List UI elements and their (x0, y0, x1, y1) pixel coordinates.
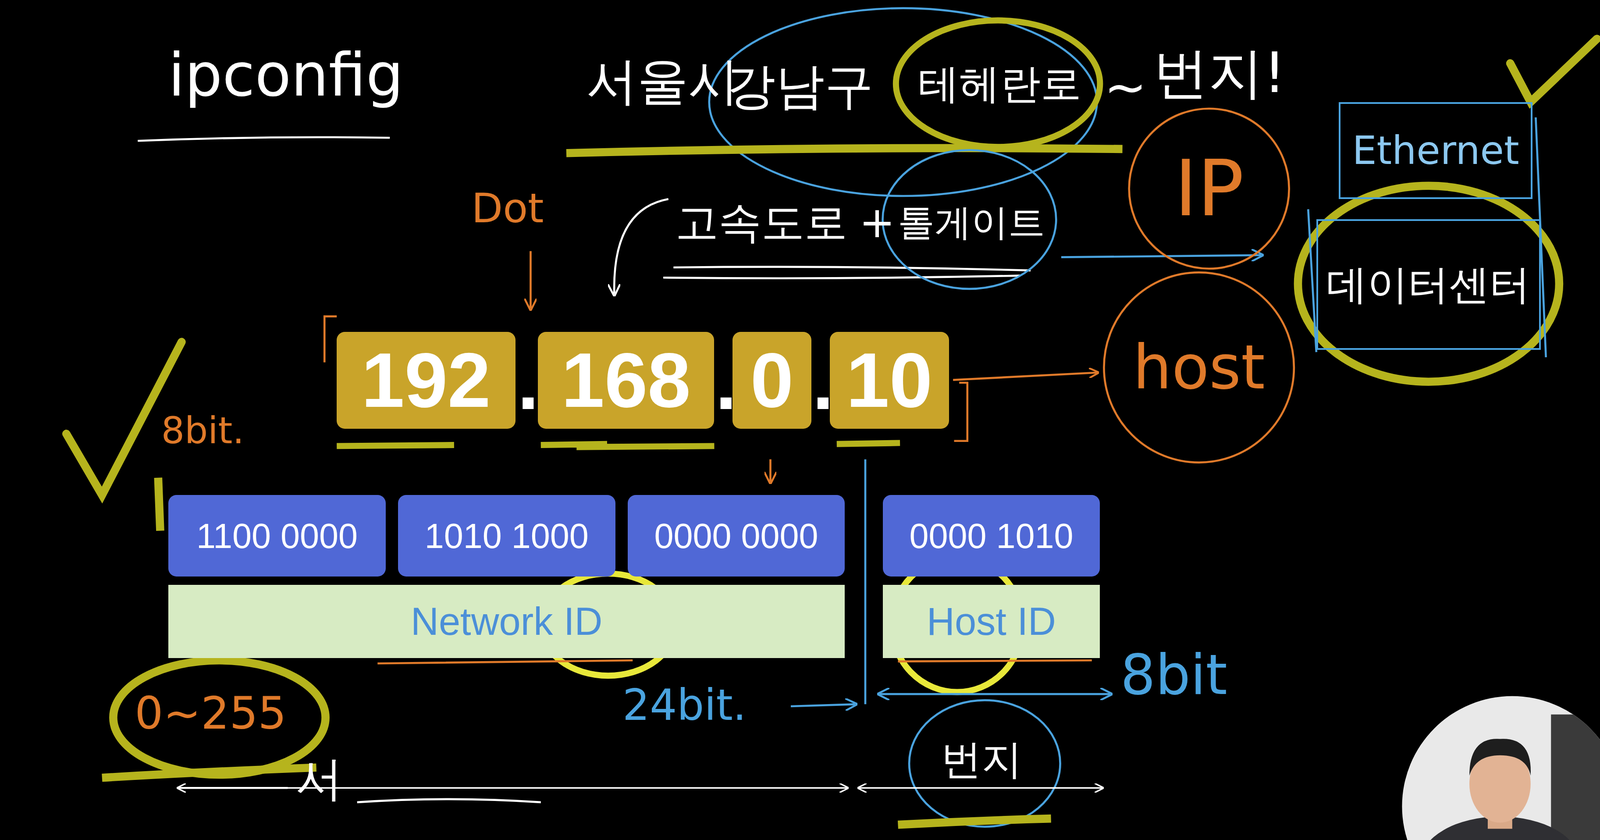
binary-octet-box: 0000 0000 (627, 494, 846, 577)
highlight-underline (336, 442, 900, 447)
range-note: 0~255 (134, 688, 287, 739)
bracket (953, 382, 968, 441)
analogy-word: 고속도로 (675, 199, 848, 247)
bit-note: 24bit. (622, 681, 747, 729)
datacenter-box: 데이터센터 (1316, 219, 1541, 350)
node-text: 1010 1000 (424, 516, 589, 555)
dot-separator: . (812, 339, 834, 426)
command-text: ipconfig (168, 42, 404, 109)
host-circle: host (1102, 270, 1296, 465)
node-text: 10 (846, 337, 933, 424)
divider-line (864, 459, 867, 705)
span-line (178, 787, 541, 803)
analogy-word: 톨게이트 (897, 202, 1046, 243)
bit-note: 8bit. (161, 410, 245, 451)
ethernet-box: Ethernet (1338, 102, 1533, 200)
binary-octet-box: 1010 1000 (398, 494, 616, 577)
circle-mark (896, 20, 1101, 148)
connector-arrow (952, 372, 1099, 381)
binary-octet-box: 0000 1010 (882, 494, 1101, 577)
node-text: 0 (750, 337, 794, 424)
arrow-mark (790, 704, 856, 707)
arrow-mark (529, 251, 532, 309)
bracket (324, 316, 337, 363)
double-arrow (879, 693, 1111, 696)
bit-note: 8bit (1120, 644, 1228, 706)
node-text: Ethernet (1352, 129, 1520, 172)
note-text: Dot (471, 185, 544, 231)
sketch-line (1308, 117, 1546, 358)
arrow-mark (769, 459, 772, 482)
node-text: 192 (361, 337, 491, 424)
note-text: 번지 (940, 736, 1023, 782)
circle-outline (1103, 272, 1294, 463)
binary-octet-box: 1100 0000 (168, 494, 386, 577)
address-word: 강남구 (726, 59, 874, 114)
circle-mark (882, 149, 1057, 289)
node-text: 168 (561, 337, 691, 424)
circle-outline (1129, 108, 1290, 269)
highlight-underline (897, 818, 1051, 825)
plus-sign: + (859, 199, 896, 247)
arrow-mark (1061, 255, 1262, 258)
highlight-underline (102, 767, 317, 778)
underline (673, 266, 1031, 271)
ip-octet-box: 10 (829, 331, 950, 429)
address-word: 테헤란로 (918, 61, 1082, 107)
node-text: 0000 1010 (909, 516, 1074, 555)
node-text: 0000 0000 (654, 516, 818, 555)
ip-octet-box: 168 (537, 331, 715, 429)
dot-separator: . (517, 339, 539, 426)
underline (663, 275, 1021, 279)
underline (377, 660, 1092, 664)
node-text: 데이터센터 (1326, 262, 1531, 307)
span-arrow (178, 787, 847, 789)
dot-separator: . (715, 339, 737, 426)
ip-circle: IP (1127, 106, 1291, 271)
address-word: 번지! (1152, 42, 1286, 104)
span-arrow (859, 787, 1103, 789)
id-band: Network ID (168, 584, 845, 659)
node-text: IP (1174, 145, 1245, 232)
node-text: 1100 0000 (196, 516, 358, 555)
check-mark (1510, 38, 1597, 102)
webcam-picture (1397, 693, 1600, 840)
note-text: 서 (295, 753, 343, 805)
id-band: Host ID (882, 584, 1101, 659)
address-word: 서울시 (586, 53, 740, 110)
circle-mark (113, 660, 326, 775)
ip-octet-box: 192 (336, 331, 516, 429)
tilde-mark: ~ (1104, 59, 1148, 116)
ip-octet-box: 0 (732, 331, 811, 429)
circle-mark (1297, 185, 1560, 382)
node-text: host (1132, 333, 1265, 402)
highlight-underline (566, 148, 1123, 153)
highlight-mark (158, 477, 161, 531)
underline (137, 137, 390, 141)
circle-mark (909, 700, 1061, 827)
arrow-mark (614, 199, 669, 295)
node-text: Network ID (410, 600, 603, 643)
node-text: Host ID (926, 600, 1056, 643)
